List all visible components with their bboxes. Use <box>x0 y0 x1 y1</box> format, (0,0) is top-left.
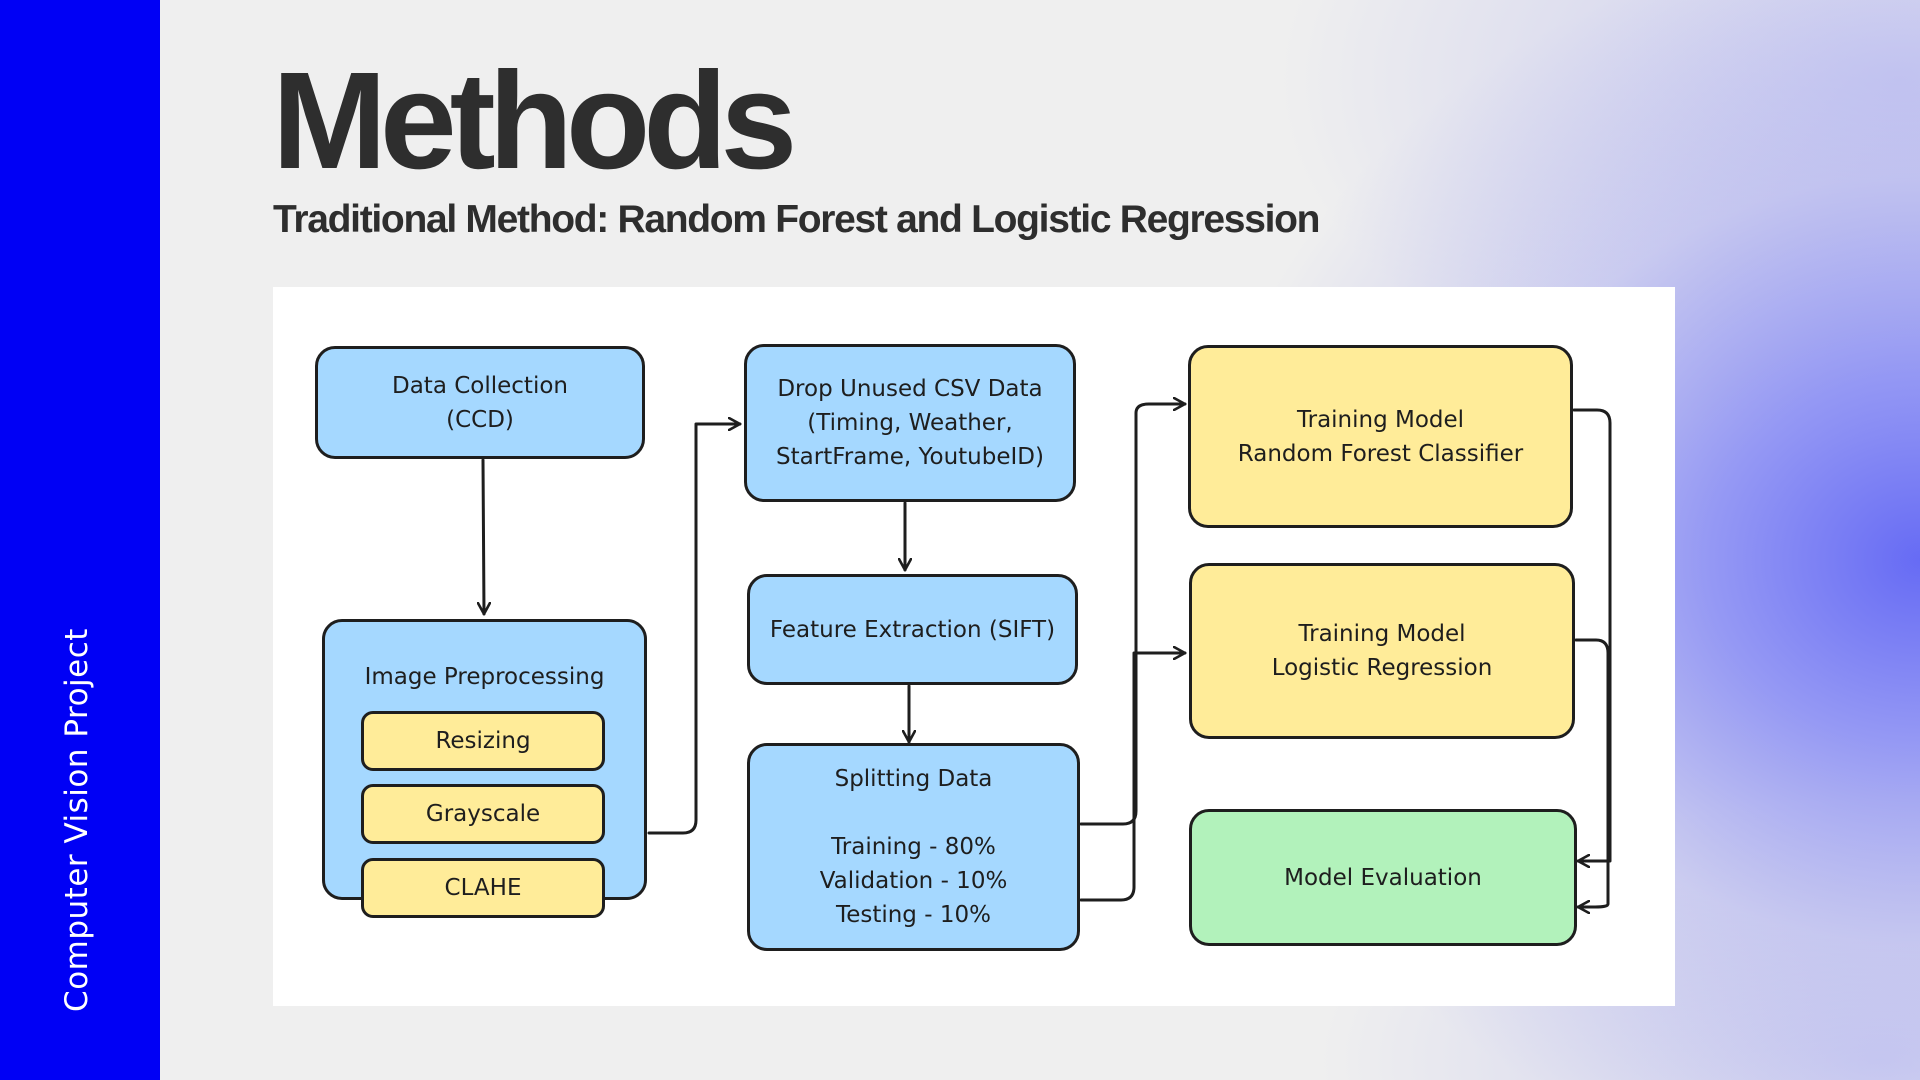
sidebar-accent-bar: Computer Vision Project <box>0 0 160 1080</box>
split-training: Training - 80% <box>831 834 996 860</box>
slide-title: Methods <box>272 44 797 198</box>
data-collection-subtitle: (CCD) <box>446 406 514 433</box>
arrow-rf-training-to-evaluation <box>1572 408 1612 861</box>
arrow-preprocessing-to-drop-csv <box>647 424 742 835</box>
lr-training-line-2: Logistic Regression <box>1271 655 1493 681</box>
lr-training-line-1: Training Model <box>1298 621 1466 647</box>
random-forest-training-node: Training Model Random Forest Classifier <box>1188 345 1573 528</box>
drop-csv-node: Drop Unused CSV Data (Timing, Weather, S… <box>744 344 1076 502</box>
drop-csv-line-2: (Timing, Weather, <box>807 410 1013 436</box>
drop-csv-line-3: StartFrame, YoutubeID) <box>776 444 1044 470</box>
project-label: Computer Vision Project <box>59 628 95 1012</box>
slide-subtitle: Traditional Method: Random Forest and Lo… <box>273 198 1320 241</box>
split-testing: Testing - 10% <box>836 902 991 928</box>
flowchart-panel: Data Collection (CCD) Image Preprocessin… <box>273 287 1675 1006</box>
data-collection-title: Data Collection <box>392 372 568 399</box>
resizing-step: Resizing <box>361 711 605 771</box>
arrow-collection-to-preprocessing <box>483 458 484 616</box>
arrow-splitting-to-lr-training <box>1079 653 1187 902</box>
logistic-regression-training-node: Training Model Logistic Regression <box>1189 563 1575 739</box>
data-collection-node: Data Collection (CCD) <box>315 346 645 459</box>
clahe-step: CLAHE <box>361 858 605 918</box>
feature-extraction-node: Feature Extraction (SIFT) <box>747 574 1078 685</box>
grayscale-step: Grayscale <box>361 784 605 844</box>
arrow-lr-training-to-evaluation <box>1574 638 1610 907</box>
model-evaluation-node: Model Evaluation <box>1189 809 1577 946</box>
rf-training-line-2: Random Forest Classifier <box>1237 440 1524 467</box>
split-validation: Validation - 10% <box>819 868 1008 894</box>
flowchart-connectors <box>273 287 1612 1006</box>
model-evaluation-label: Model Evaluation <box>1284 864 1482 891</box>
feature-extraction-label: Feature Extraction (SIFT) <box>769 616 1056 643</box>
arrow-splitting-to-rf-training <box>1079 404 1187 826</box>
image-preprocessing-title: Image Preprocessing <box>364 664 605 690</box>
drop-csv-line-1: Drop Unused CSV Data <box>777 376 1043 402</box>
splitting-data-title: Splitting Data <box>834 766 993 792</box>
image-preprocessing-node: Image Preprocessing Resizing Grayscale C… <box>322 619 647 918</box>
splitting-data-node: Splitting Data Training - 80% Validation… <box>747 743 1080 951</box>
rf-training-line-1: Training Model <box>1296 406 1465 433</box>
